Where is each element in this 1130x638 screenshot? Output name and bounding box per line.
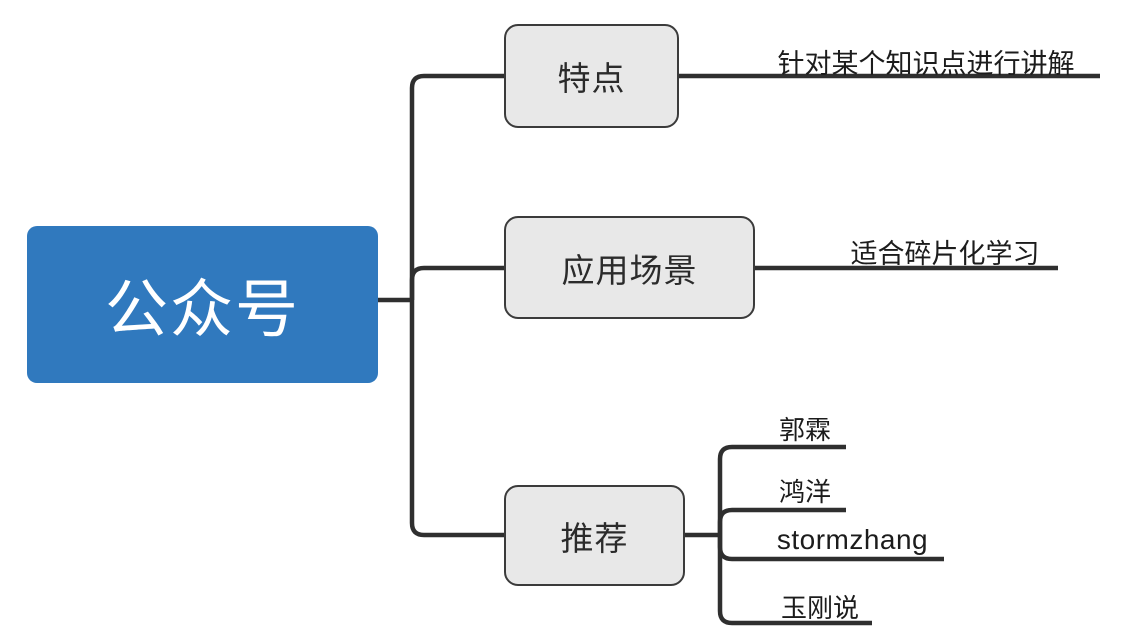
branch-node-recommend-label: 推荐: [560, 519, 629, 557]
root-node[interactable]: 公众号: [27, 226, 378, 383]
root-node-label: 公众号: [105, 275, 300, 345]
branch-node-recommend[interactable]: 推荐: [504, 485, 685, 586]
branch-node-scenario-label: 应用场景: [561, 251, 698, 289]
branch-node-feature[interactable]: 特点: [504, 24, 679, 128]
leaf-scenario-detail[interactable]: 适合碎片化学习: [850, 239, 1040, 269]
leaf-feature-detail[interactable]: 针对某个知识点进行讲解: [777, 49, 1075, 79]
connector-spine-bottom: [409, 300, 504, 538]
branch-node-scenario[interactable]: 应用场景: [504, 216, 755, 319]
leaf-recommend-guolin[interactable]: 郭霖: [778, 415, 831, 445]
connector-recommend-yugang: [717, 535, 872, 626]
leaf-recommend-hongyang[interactable]: 鸿洋: [778, 477, 831, 507]
connector-spine-top: [409, 73, 504, 300]
connector-spine-middle: [409, 265, 504, 300]
branch-node-feature-label: 特点: [557, 60, 626, 97]
connector-recommend-guolin: [717, 444, 846, 535]
leaf-recommend-yugangshuo[interactable]: 玉刚说: [780, 593, 859, 623]
connector-recommend-hongyang: [717, 507, 846, 535]
leaf-recommend-stormzhang[interactable]: stormzhang: [776, 524, 929, 555]
